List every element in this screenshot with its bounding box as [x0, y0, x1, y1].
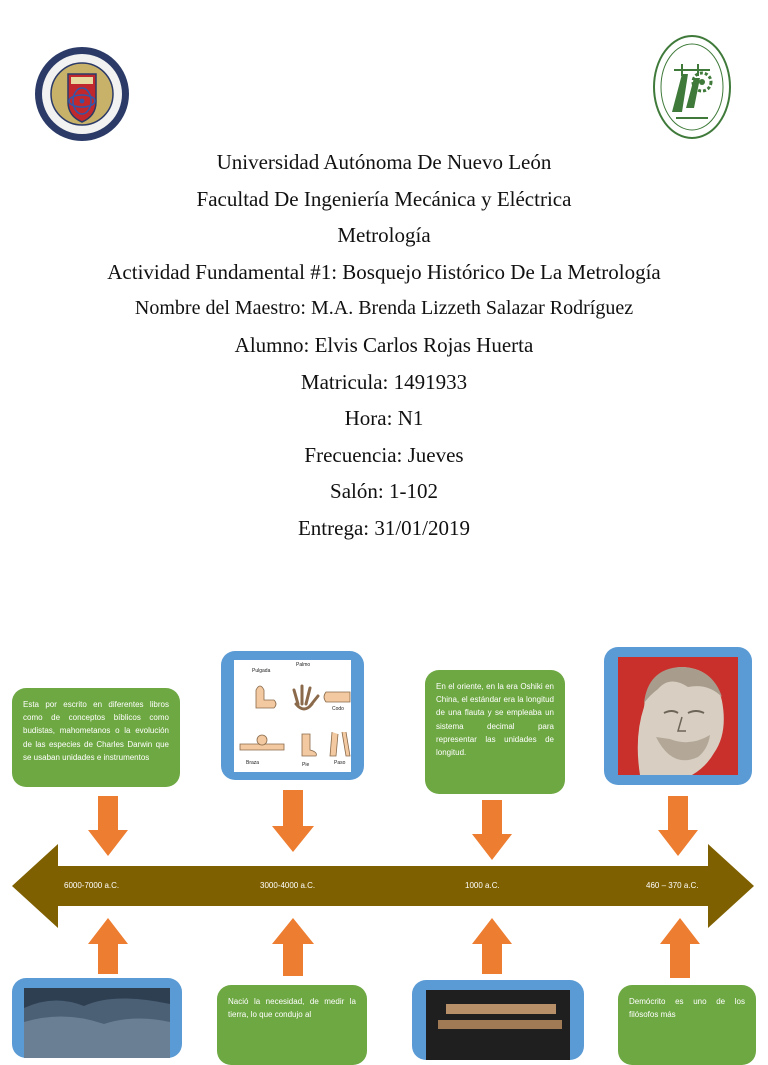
event-text-box: Esta por escrito en diferentes libros co… — [12, 688, 180, 787]
classroom: Salón: 1-102 — [0, 473, 768, 510]
document-header: Universidad Autónoma De Nuevo León Facul… — [0, 144, 768, 547]
label-codo: Codo — [332, 706, 344, 712]
label-paso: Paso — [334, 760, 346, 766]
up-arrows — [88, 918, 700, 978]
down-arrow — [272, 790, 314, 852]
event-text-box: En el oriente, en la era Oshiki en China… — [425, 670, 565, 794]
storm-clouds-image — [24, 988, 170, 1058]
class-frequency: Frecuencia: Jueves — [0, 437, 768, 474]
student-name: Alumno: Elvis Carlos Rojas Huerta — [0, 327, 768, 364]
teacher-name: Nombre del Maestro: M.A. Brenda Lizzeth … — [0, 290, 768, 327]
label-pulgada: Pulgada — [252, 668, 271, 674]
democritus-bust-image — [618, 657, 738, 775]
image-box — [604, 647, 752, 785]
event-text-box: Demócrito es uno de los filósofos más — [618, 985, 756, 1065]
image-box: Pulgada Palmo Codo Braza Pie Paso — [221, 651, 364, 780]
timeline-date: 460 – 370 a.C. — [646, 881, 698, 890]
faculty-name: Facultad De Ingeniería Mecánica y Eléctr… — [0, 181, 768, 218]
label-pie: Pie — [302, 762, 309, 768]
due-date: Entrega: 31/01/2019 — [0, 510, 768, 547]
label-palmo: Palmo — [296, 662, 310, 668]
uanl-seal-logo — [34, 46, 130, 142]
up-arrow — [272, 918, 314, 976]
down-arrow — [658, 796, 698, 856]
timeline-date: 3000-4000 a.C. — [260, 881, 315, 890]
up-arrow — [660, 918, 700, 978]
timeline-bar — [12, 844, 754, 928]
event-text: Esta por escrito en diferentes libros co… — [23, 700, 169, 762]
fime-seal-logo — [652, 34, 732, 140]
ancient-ruler-image — [426, 990, 570, 1060]
event-text: Demócrito es uno de los filósofos más — [629, 997, 745, 1019]
down-arrow — [472, 800, 512, 860]
activity-title: Actividad Fundamental #1: Bosquejo Histó… — [0, 254, 768, 291]
down-arrow — [88, 796, 128, 856]
image-box — [412, 980, 584, 1060]
image-box — [12, 978, 182, 1058]
course-name: Metrología — [0, 217, 768, 254]
up-arrow — [88, 918, 128, 974]
event-text: Nació la necesidad, de medir la tierra, … — [228, 997, 356, 1019]
event-text: En el oriente, en la era Oshiki en China… — [436, 682, 554, 757]
up-arrow — [472, 918, 512, 974]
timeline-date: 6000-7000 a.C. — [64, 881, 119, 890]
label-braza: Braza — [246, 760, 259, 766]
timeline-date: 1000 a.C. — [465, 881, 500, 890]
down-arrows — [88, 790, 698, 860]
student-id: Matricula: 1491933 — [0, 364, 768, 401]
class-hour: Hora: N1 — [0, 400, 768, 437]
university-name: Universidad Autónoma De Nuevo León — [0, 144, 768, 181]
body-measures-illustration: Pulgada Palmo Codo Braza Pie Paso — [234, 660, 351, 772]
event-text-box: Nació la necesidad, de medir la tierra, … — [217, 985, 367, 1065]
